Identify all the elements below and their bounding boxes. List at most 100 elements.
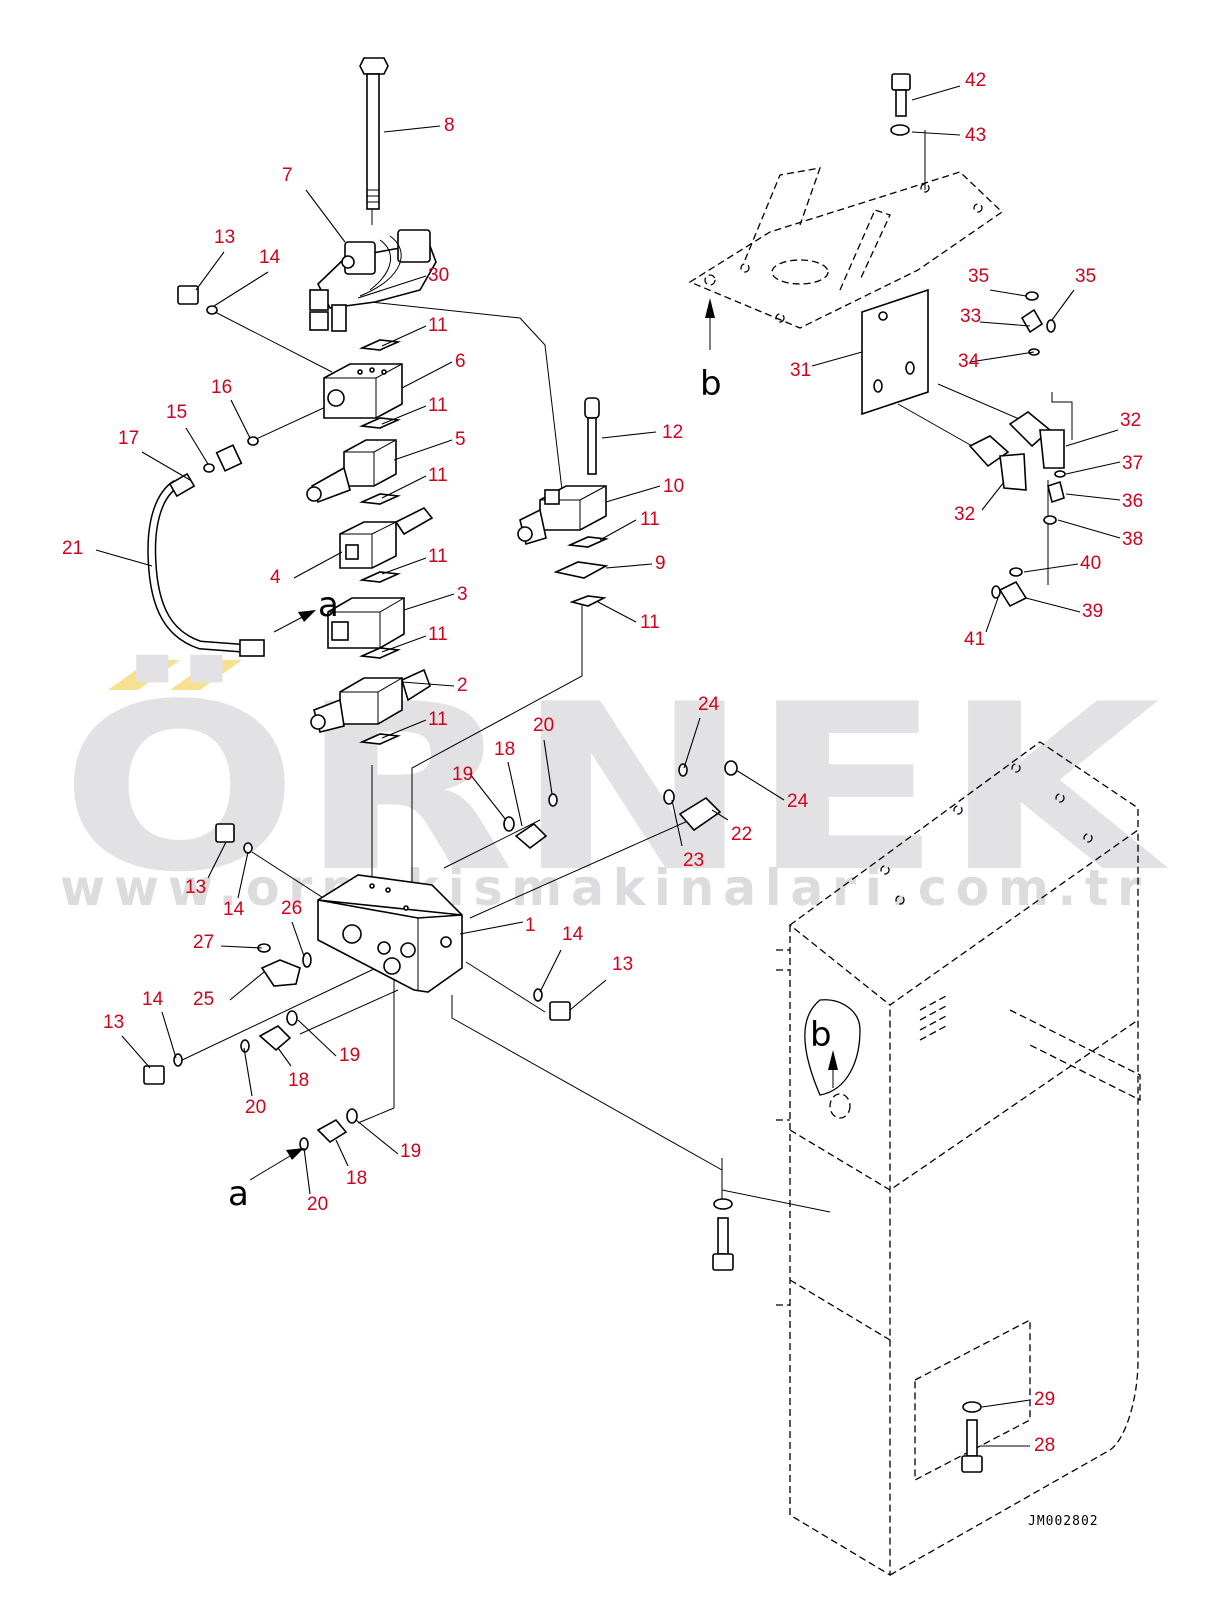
leader-line [543,739,553,795]
leader-line [237,851,249,899]
callout-label: 14 [142,989,164,1010]
leader-line [95,549,153,567]
valve-block-2 [310,668,431,733]
callout-label: 16 [211,377,232,398]
callout-label: 24 [787,791,809,812]
manifold-block-1 [317,874,463,993]
leader-line [355,1119,399,1155]
valves-32 [968,291,1066,608]
callout-label: 11 [428,624,448,645]
leader-line [911,131,961,136]
leader-line [121,1035,151,1069]
leader-line [401,361,453,389]
leader-line [989,289,1027,297]
leader-line [220,945,263,949]
leader-line [185,427,209,465]
callout-label: 13 [612,954,633,975]
callout-label: 25 [193,989,214,1010]
callout-label: 34 [958,351,980,372]
callout-label: 12 [662,422,683,443]
callout-label: 17 [118,428,139,449]
leader-line [381,475,427,499]
valve-stack [306,57,610,745]
drawing-reference: JM002802 [1028,1514,1099,1529]
watermark: ÖRNEK www.ornekismakinalari.com.tr [60,654,1169,923]
leader-line [605,485,661,503]
view-marker-a-upper: a [318,585,339,625]
callout-numbers: 42 43 8 7 13 14 30 35 35 33 11 31 34 6 1… [62,70,1143,1456]
leader-line [969,351,1035,363]
view-markers: a a b b [228,364,832,1214]
leader-line [229,971,265,1001]
leader-line [381,635,427,653]
fittings-left [177,285,259,473]
leader-line [207,841,227,879]
leader-line [1065,461,1121,475]
leader-line [711,809,729,821]
leader-line [1065,493,1121,501]
plate-31 [861,288,929,416]
callout-label: 11 [428,709,448,730]
callout-label: 6 [455,351,466,372]
leader-line [911,85,961,101]
callout-label: 18 [494,739,515,760]
callout-label: 20 [307,1194,328,1215]
valve-block-3 [327,597,405,649]
leader-line [671,799,683,847]
callout-label: 26 [281,898,302,919]
callout-label: 36 [1122,491,1143,512]
callout-label: 11 [640,612,660,633]
callout-label: 5 [455,429,466,450]
callout-label: 15 [166,402,187,423]
callout-label: 11 [640,509,660,530]
callout-label: 27 [193,932,214,953]
callout-label: 39 [1082,601,1103,622]
leader-line [1025,597,1081,613]
callout-label: 35 [1075,266,1096,287]
leader-line [303,1147,311,1195]
callout-label: 20 [245,1097,266,1118]
leader-line [1051,289,1075,321]
callout-label: 22 [731,824,752,845]
leader-line [243,1047,253,1097]
plug-13-top [177,285,199,305]
leader-line [401,681,455,687]
callout-label: 20 [533,715,554,736]
callout-label: 9 [655,553,666,574]
callout-label: 4 [270,567,281,588]
fittings-manifold [143,760,738,1151]
leader-line [985,597,999,633]
callout-label: 1 [525,915,536,936]
callout-label: 24 [698,694,720,715]
callout-label: 11 [428,546,448,567]
callout-label: 29 [1034,1389,1055,1410]
callout-label: 43 [965,125,986,146]
solenoid-valve-10 [517,485,607,546]
callout-label: 19 [400,1141,421,1162]
callout-label: 11 [428,395,448,416]
leader-line [459,921,524,935]
leader-line [293,551,343,579]
o-ring-sets-11 [358,339,610,745]
solenoid-valve-7 [309,229,437,332]
bolt-lower [712,1198,734,1271]
callout-label: 41 [964,629,985,650]
callout-label: 19 [339,1045,360,1066]
leader-line [507,761,523,827]
callout-label: 14 [562,924,584,945]
callout-label: 13 [103,1012,124,1033]
valve-block-6 [323,363,403,419]
leader-line [979,321,1031,327]
leader-line [1023,563,1079,573]
callout-label: 28 [1034,1435,1055,1456]
bracket-top [688,167,1004,350]
leader-line [539,949,562,993]
leader-line [683,717,701,769]
callout-label: 2 [457,675,468,696]
leader-line [599,519,637,541]
bolt-8 [359,57,389,210]
callout-label: 40 [1080,553,1101,574]
callout-label: 38 [1122,529,1143,550]
callout-label: 21 [62,538,83,559]
